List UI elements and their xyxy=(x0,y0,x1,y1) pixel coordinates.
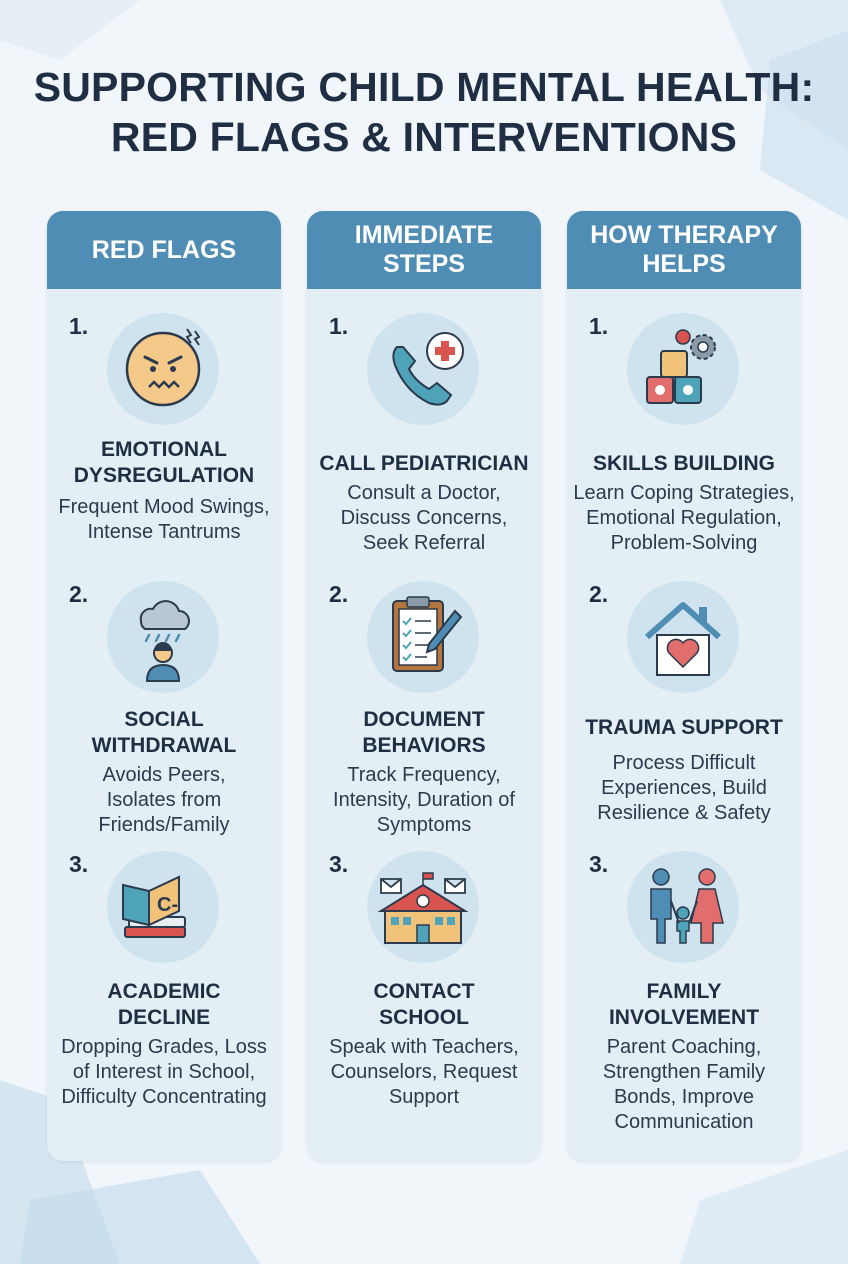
blocks-gears-icon xyxy=(627,313,739,425)
item-number: 2. xyxy=(69,581,89,607)
item-number: 3. xyxy=(69,851,89,877)
item-description: Process Difficult Experiences, Build Res… xyxy=(597,752,771,824)
family-icon xyxy=(627,851,739,963)
item-description: Speak with Teachers, Counselors, Request… xyxy=(329,1036,519,1108)
item-title: EMOTIONAL DYSREGULATION xyxy=(73,438,255,487)
page-title-line-2: RED FLAGS & INTERVENTIONS xyxy=(110,114,738,160)
item-number: 3. xyxy=(589,851,609,877)
phone-medical-icon xyxy=(367,313,479,425)
column-header: RED FLAGS xyxy=(47,211,281,289)
rain-cloud-child-icon xyxy=(107,581,219,693)
item-description: Parent Coaching, Strengthen Family Bonds… xyxy=(602,1036,766,1133)
svg-text:C-: C- xyxy=(157,894,178,916)
item-number: 1. xyxy=(589,313,609,339)
item-title: DOCUMENT BEHAVIORS xyxy=(362,708,486,757)
column-how-therapy-helps: HOW THERAPY HELPS 1. SKILLS BUILDING Lea… xyxy=(567,211,801,1161)
column-immediate-steps: IMMEDIATE STEPS 1. CALL PEDIATRICIAN Con… xyxy=(307,211,541,1161)
page-title-line-1: SUPPORTING CHILD MENTAL HEALTH: xyxy=(33,64,815,110)
item-title: TRAUMA SUPPORT xyxy=(585,716,783,739)
item-number: 3. xyxy=(329,851,349,877)
item-description: Track Frequency, Intensity, Duration of … xyxy=(333,764,515,836)
item-description: Frequent Mood Swings, Intense Tantrums xyxy=(58,496,270,543)
school-building-icon xyxy=(367,851,479,963)
page-title: SUPPORTING CHILD MENTAL HEALTH: RED FLAG… xyxy=(0,62,848,162)
item-number: 1. xyxy=(69,313,89,339)
item-title: CONTACT SCHOOL xyxy=(373,980,475,1029)
item-number: 2. xyxy=(589,581,609,607)
clipboard-pen-icon xyxy=(367,581,479,693)
item-description: Dropping Grades, Loss of Interest in Sch… xyxy=(61,1036,267,1108)
item-number: 2. xyxy=(329,581,349,607)
item-title: FAMILY INVOLVEMENT xyxy=(608,980,760,1029)
item-title: ACADEMIC DECLINE xyxy=(107,980,221,1029)
column-header: IMMEDIATE STEPS xyxy=(307,211,541,289)
books-grade-icon: C- xyxy=(107,851,219,963)
item-title: SOCIAL WITHDRAWAL xyxy=(91,708,237,757)
house-heart-icon xyxy=(627,581,739,693)
angry-face-icon xyxy=(107,313,219,425)
item-description: Learn Coping Strategies, Emotional Regul… xyxy=(573,482,795,554)
item-title: CALL PEDIATRICIAN xyxy=(319,452,529,475)
column-header: HOW THERAPY HELPS xyxy=(567,211,801,289)
item-description: Avoids Peers, Isolates from Friends/Fami… xyxy=(98,764,230,836)
item-description: Consult a Doctor, Discuss Concerns, Seek… xyxy=(340,482,508,554)
column-red-flags: RED FLAGS 1. EMOTIONAL DYSREGULATION Fre… xyxy=(47,211,281,1161)
item-title: SKILLS BUILDING xyxy=(593,452,775,475)
item-number: 1. xyxy=(329,313,349,339)
